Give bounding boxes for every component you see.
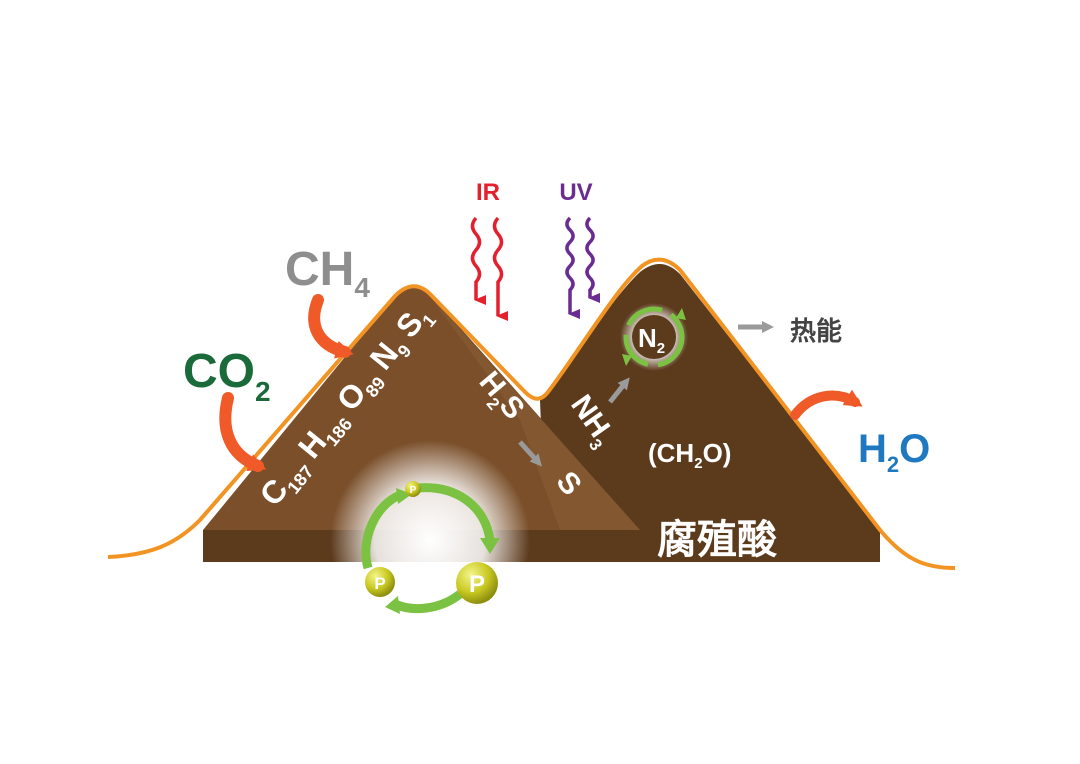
- svg-text:H2O: H2O: [858, 427, 930, 477]
- svg-text:P: P: [469, 571, 485, 598]
- ch2o-label: (CH2O): [648, 438, 731, 472]
- svg-text:(CH2O): (CH2O): [648, 438, 731, 472]
- svg-text:CH4: CH4: [285, 243, 370, 303]
- nh3-to-n2-arrow: [608, 377, 630, 404]
- co2-label: CO2: [183, 345, 271, 407]
- humic-acid-label: 腐殖酸: [657, 517, 778, 563]
- phosphorus-tiny-icon: P: [405, 481, 421, 497]
- uv-label: UV: [559, 179, 592, 206]
- ir-wave-2: [492, 216, 508, 321]
- ir-wave-1: [470, 216, 486, 305]
- terrain-outline: [107, 257, 956, 570]
- uv-wave-1: [565, 216, 580, 319]
- left-mountain: [203, 287, 640, 530]
- svg-text:N2: N2: [638, 323, 665, 357]
- h2s-to-s-arrow: [518, 440, 543, 467]
- svg-text:P: P: [374, 574, 385, 593]
- ch4-label: CH4: [285, 243, 370, 303]
- ir-radiation: IR: [470, 179, 508, 321]
- uv-radiation: UV: [559, 179, 600, 319]
- p-cycle-arrow-3: [361, 490, 402, 570]
- p-cycle-arrow-1: [417, 483, 495, 541]
- n2-cycle: N2: [620, 303, 688, 371]
- h2o-arrow: [790, 389, 863, 420]
- ir-label: IR: [476, 179, 500, 206]
- svg-text:CO2: CO2: [183, 345, 271, 407]
- heat-output: 热能: [738, 316, 842, 347]
- heat-label: 热能: [790, 316, 842, 347]
- ch4-arrow: [308, 294, 354, 359]
- svg-text:P: P: [410, 485, 417, 496]
- phosphorus-cycle: P P P: [330, 440, 530, 640]
- co2-arrow: [219, 392, 267, 472]
- soil-base: [203, 530, 880, 562]
- uv-wave-2: [585, 216, 600, 303]
- p-cycle-arrow-2: [393, 590, 463, 614]
- phosphorus-small-icon: P: [365, 567, 395, 597]
- h2o-label: H2O: [858, 427, 930, 477]
- phosphorus-large-icon: P: [456, 562, 498, 604]
